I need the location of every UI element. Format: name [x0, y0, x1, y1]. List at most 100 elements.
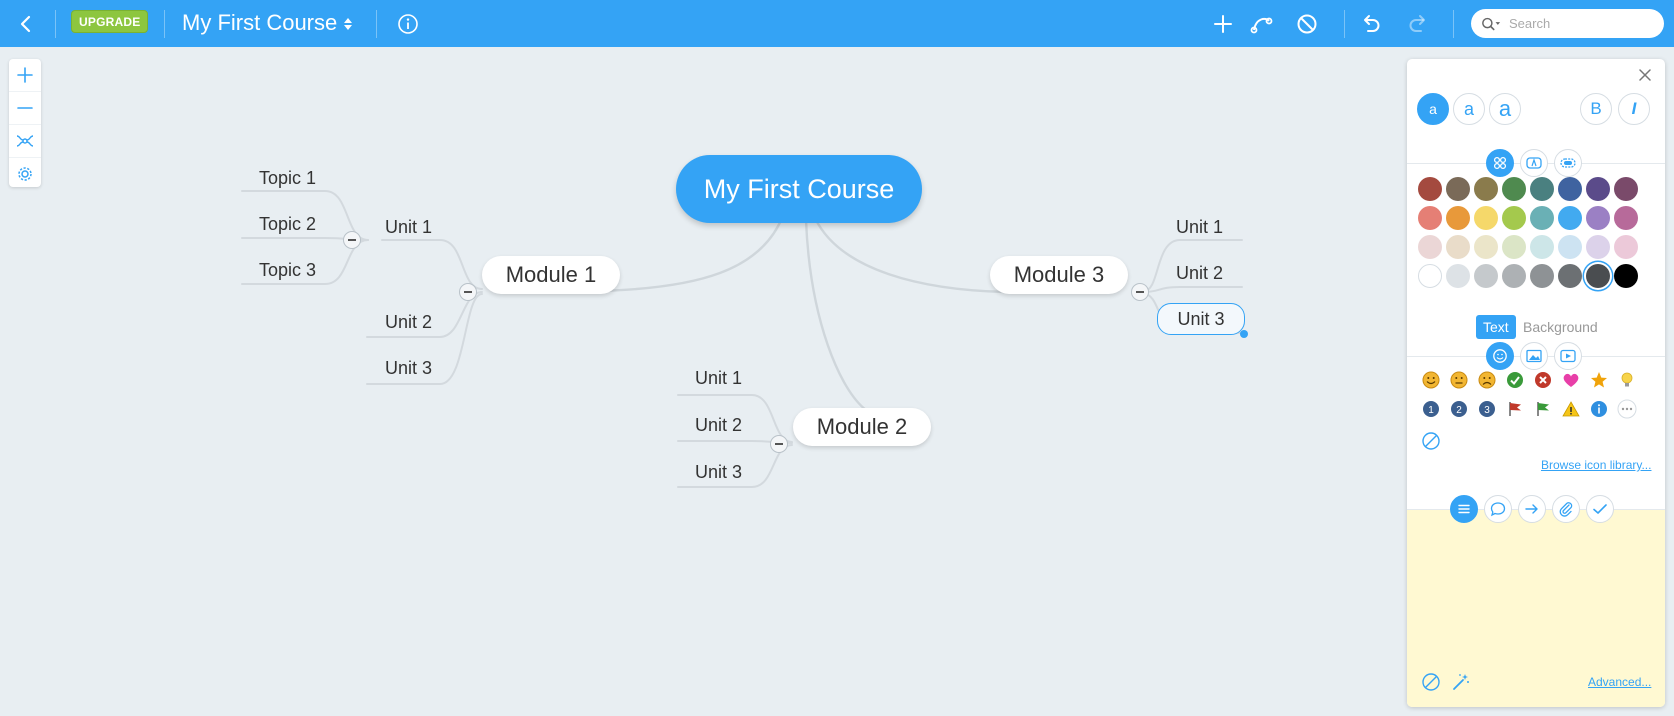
italic-button[interactable]: I — [1618, 93, 1650, 125]
color-swatch[interactable] — [1586, 264, 1610, 288]
module-2-unit-3[interactable]: Unit 3 — [695, 461, 743, 482]
zoom-out-button[interactable] — [9, 92, 41, 125]
bold-button[interactable]: B — [1580, 93, 1612, 125]
attachments-tab[interactable] — [1552, 495, 1580, 523]
color-swatch[interactable] — [1502, 264, 1526, 288]
module-1-unit-1[interactable]: Unit 1 — [385, 216, 433, 237]
style-tab-colors[interactable] — [1486, 149, 1514, 177]
add-connection-button[interactable] — [1247, 10, 1277, 38]
color-swatch[interactable] — [1474, 264, 1498, 288]
module-1-unit-2[interactable]: Unit 2 — [385, 311, 433, 332]
color-swatch[interactable] — [1586, 206, 1610, 230]
notes-area[interactable] — [1407, 509, 1665, 707]
color-swatch[interactable] — [1558, 206, 1582, 230]
star-icon[interactable] — [1589, 370, 1609, 390]
redo-button[interactable] — [1403, 10, 1433, 38]
module-1-unit-3[interactable]: Unit 3 — [385, 357, 433, 378]
module-2-node[interactable]: Module 2 — [793, 408, 931, 446]
green-flag-icon[interactable] — [1533, 399, 1553, 419]
color-swatch[interactable] — [1502, 206, 1526, 230]
title-menu-toggle[interactable] — [340, 14, 356, 34]
topic-1[interactable]: Topic 1 — [259, 167, 317, 188]
module-3-unit-1[interactable]: Unit 1 — [1176, 216, 1224, 237]
color-swatch[interactable] — [1530, 206, 1554, 230]
font-size-large-button[interactable]: a — [1489, 93, 1521, 125]
font-size-small-button[interactable]: a — [1417, 93, 1449, 125]
more-icons-button[interactable] — [1617, 399, 1637, 419]
color-swatch[interactable] — [1558, 235, 1582, 259]
color-swatch[interactable] — [1418, 177, 1442, 201]
module-2-unit-2[interactable]: Unit 2 — [695, 414, 743, 435]
sad-face-icon[interactable] — [1477, 370, 1497, 390]
priority-1-icon[interactable]: 1 — [1421, 399, 1441, 419]
add-topic-button[interactable] — [1208, 10, 1238, 38]
information-icon[interactable] — [1589, 399, 1609, 419]
magic-wand-button[interactable] — [1451, 672, 1471, 692]
color-swatch[interactable] — [1446, 235, 1470, 259]
collapse-module-2-toggle[interactable] — [770, 435, 788, 453]
delete-button[interactable] — [1292, 10, 1322, 38]
insert-tab-video[interactable] — [1554, 342, 1582, 370]
insert-tab-icons[interactable] — [1486, 342, 1514, 370]
color-swatch[interactable] — [1502, 177, 1526, 201]
info-button[interactable] — [395, 11, 421, 37]
search-icon[interactable] — [1481, 14, 1501, 34]
color-swatch[interactable] — [1418, 206, 1442, 230]
cross-icon[interactable] — [1533, 370, 1553, 390]
settings-button[interactable] — [9, 158, 41, 190]
color-swatch[interactable] — [1530, 177, 1554, 201]
color-swatch[interactable] — [1446, 206, 1470, 230]
neutral-face-icon[interactable] — [1449, 370, 1469, 390]
undo-button[interactable] — [1356, 10, 1386, 38]
color-swatch[interactable] — [1446, 177, 1470, 201]
priority-2-icon[interactable]: 2 — [1449, 399, 1469, 419]
style-tab-text[interactable] — [1520, 149, 1548, 177]
topic-3[interactable]: Topic 3 — [259, 259, 317, 280]
module-1-node[interactable]: Module 1 — [482, 256, 620, 294]
color-swatch[interactable] — [1446, 264, 1470, 288]
warning-icon[interactable] — [1561, 399, 1581, 419]
topic-2[interactable]: Topic 2 — [259, 213, 317, 234]
color-swatch[interactable] — [1586, 177, 1610, 201]
style-tab-shape[interactable] — [1554, 149, 1582, 177]
zoom-in-button[interactable] — [9, 59, 41, 92]
links-tab[interactable] — [1518, 495, 1546, 523]
heart-icon[interactable] — [1561, 370, 1581, 390]
color-swatch[interactable] — [1502, 235, 1526, 259]
color-swatch[interactable] — [1558, 264, 1582, 288]
color-swatch[interactable] — [1614, 206, 1638, 230]
priority-3-icon[interactable]: 3 — [1477, 399, 1497, 419]
tasks-tab[interactable] — [1586, 495, 1614, 523]
search-box[interactable] — [1471, 9, 1664, 38]
collapse-module-3-toggle[interactable] — [1131, 283, 1149, 301]
module-3-unit-2[interactable]: Unit 2 — [1176, 262, 1224, 283]
collapse-module-1-toggle[interactable] — [459, 283, 477, 301]
module-3-unit-3-selected[interactable]: Unit 3 — [1157, 303, 1245, 335]
color-swatch[interactable] — [1614, 177, 1638, 201]
color-swatch[interactable] — [1530, 235, 1554, 259]
module-3-node[interactable]: Module 3 — [990, 256, 1128, 294]
document-title[interactable]: My First Course — [182, 10, 338, 35]
color-swatch[interactable] — [1614, 264, 1638, 288]
upgrade-button[interactable]: UPGRADE — [71, 10, 149, 33]
color-swatch[interactable] — [1586, 235, 1610, 259]
collapse-unit-1-toggle[interactable] — [343, 231, 361, 249]
module-2-unit-1[interactable]: Unit 1 — [695, 367, 743, 388]
layout-button[interactable] — [9, 125, 41, 158]
red-flag-icon[interactable] — [1505, 399, 1525, 419]
color-swatch[interactable] — [1614, 235, 1638, 259]
color-swatch[interactable] — [1530, 264, 1554, 288]
insert-tab-image[interactable] — [1520, 342, 1548, 370]
close-panel-button[interactable] — [1637, 67, 1653, 83]
color-swatch[interactable] — [1418, 235, 1442, 259]
color-swatch[interactable] — [1418, 264, 1442, 288]
color-target-text-tab[interactable]: Text — [1476, 315, 1516, 339]
color-target-background-tab[interactable]: Background — [1523, 319, 1598, 335]
font-size-medium-button[interactable]: a — [1453, 93, 1485, 125]
color-swatch[interactable] — [1474, 235, 1498, 259]
color-swatch[interactable] — [1474, 206, 1498, 230]
clear-notes-button[interactable] — [1421, 672, 1441, 692]
root-topic[interactable]: My First Course — [676, 155, 922, 223]
browse-icon-library-link[interactable]: Browse icon library... — [1541, 458, 1652, 472]
advanced-link[interactable]: Advanced... — [1588, 675, 1652, 689]
